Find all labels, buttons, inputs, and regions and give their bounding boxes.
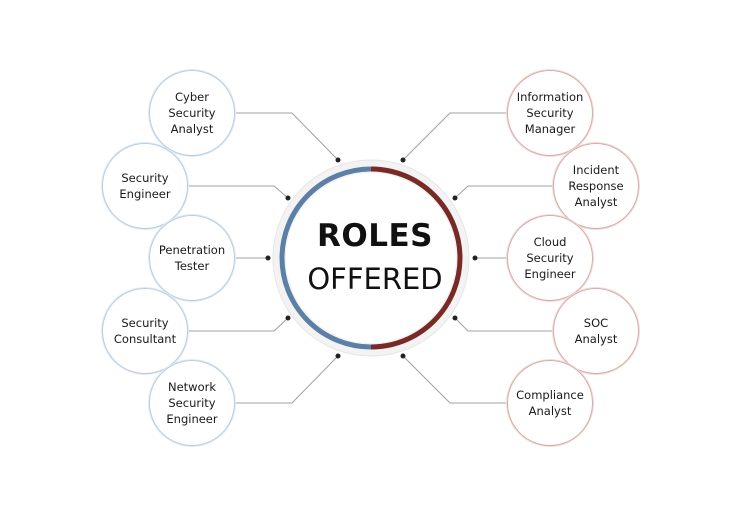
hub-title: ROLES	[317, 218, 433, 254]
connector-line	[235, 112, 339, 161]
role-node-information-security-manager: Information Security Manager	[507, 70, 593, 156]
connector-line	[402, 112, 507, 161]
role-node-soc-analyst: SOC Analyst	[553, 288, 639, 374]
role-label: Network Security Engineer	[166, 380, 218, 426]
connector-dot	[472, 255, 478, 261]
connector-line	[188, 185, 289, 199]
hub-subtitle: OFFERED	[307, 262, 443, 296]
connectors-left	[188, 112, 339, 404]
connector-dot	[285, 195, 291, 201]
connector-dot	[452, 195, 458, 201]
connector-dot	[285, 315, 291, 321]
connector-dots	[265, 157, 478, 359]
role-node-security-consultant: Security Consultant	[102, 288, 188, 374]
role-node-cyber-security-analyst: Cyber Security Analyst	[149, 70, 235, 156]
connector-line	[188, 317, 289, 332]
role-node-security-engineer: Security Engineer	[102, 143, 188, 229]
role-label: SOC Analyst	[574, 316, 618, 346]
role-node-cloud-security-engineer: Cloud Security Engineer	[507, 215, 593, 301]
role-label: Incident Response Analyst	[568, 163, 624, 209]
role-node-network-security-engineer: Network Security Engineer	[149, 360, 235, 446]
connector-dot	[452, 315, 458, 321]
role-label: Penetration Tester	[158, 243, 226, 273]
connector-line	[235, 355, 339, 404]
role-label: Compliance Analyst	[516, 388, 584, 418]
role-node-compliance-analyst: Compliance Analyst	[507, 360, 593, 446]
role-label: Security Consultant	[113, 316, 177, 346]
connector-line	[454, 185, 556, 199]
connector-dot	[400, 353, 406, 359]
hub-arc-right	[370, 166, 463, 350]
role-node-penetration-tester: Penetration Tester	[149, 215, 235, 301]
connector-line	[402, 355, 507, 404]
connector-dot	[335, 353, 341, 359]
role-label: Cloud Security Engineer	[524, 235, 576, 281]
connector-dot	[400, 157, 406, 163]
connector-line	[454, 317, 556, 332]
role-node-incident-response-analyst: Incident Response Analyst	[553, 143, 639, 229]
connector-dot	[335, 157, 341, 163]
hub-inner-disc	[286, 173, 456, 343]
role-label: Cyber Security Analyst	[168, 90, 216, 136]
role-label: Security Engineer	[119, 171, 171, 201]
connectors-right	[402, 112, 556, 404]
connector-dot	[265, 255, 271, 261]
center-hub	[272, 159, 470, 357]
hub-arc-left	[279, 166, 372, 350]
role-label: Information Security Manager	[516, 90, 584, 136]
